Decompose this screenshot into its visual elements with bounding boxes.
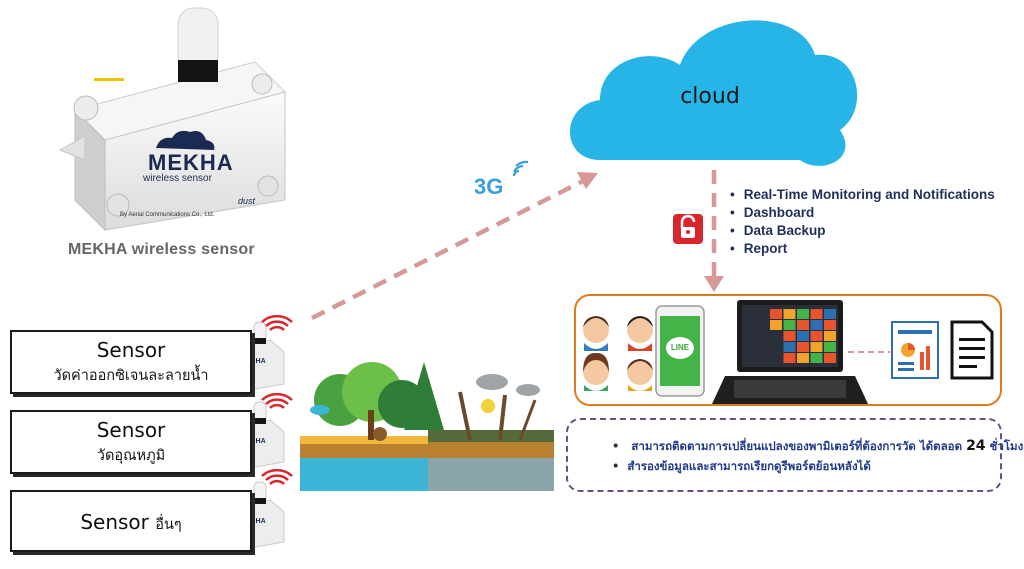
feature-item: Dashboard	[730, 204, 995, 222]
sensor-box-temperature: Sensor วัดอุณหภูมิ	[10, 410, 252, 474]
dashboard-tile	[797, 331, 809, 341]
dashboard-tile	[783, 320, 796, 330]
laptop-icon	[712, 300, 868, 404]
mekha-logo-tagline: wireless sensor	[143, 173, 212, 184]
dashboard-tile	[810, 309, 823, 319]
sensor-box-other: Sensor อื่นๆ	[10, 490, 252, 552]
cloud-shape	[570, 20, 858, 166]
dashboard-tile	[810, 353, 823, 363]
sensor-title: Sensor	[80, 510, 149, 534]
sensor-title: Sensor	[96, 418, 166, 442]
sensor-subtitle: วัดค่าออกซิเจนละลายน้ำ	[53, 368, 209, 384]
dashboard-tile	[770, 309, 782, 319]
sensor-box-oxygen: Sensor วัดค่าออกซิเจนละลายน้ำ	[10, 330, 252, 394]
dashboard-tile	[783, 342, 796, 352]
smartphone-icon	[655, 305, 705, 397]
avatar-icon	[583, 316, 653, 391]
dashboard-tile	[810, 331, 823, 341]
note-text: สามารถติดตามการเปลี่ยนแปลงของพามิเตอร์ที…	[631, 439, 967, 453]
dashboard-tile	[797, 320, 809, 330]
ecosystem-illustration	[300, 362, 554, 491]
wifi-icon	[512, 160, 529, 177]
dashboard-tile	[824, 342, 836, 352]
dashboard-tile	[770, 320, 782, 330]
dashboard-tile	[824, 353, 836, 363]
downlink-arrow	[704, 170, 724, 292]
devices-frame	[574, 294, 1002, 406]
partner-logo: dust	[238, 196, 256, 206]
report-icon	[891, 321, 939, 379]
maker-text: By Aerial Communications Co., Ltd.	[120, 212, 215, 218]
dashboard-tile	[783, 353, 796, 363]
dashboard-tile	[783, 309, 796, 319]
feature-item: Real-Time Monitoring and Notifications	[730, 186, 995, 204]
feature-item: Report	[730, 240, 995, 258]
sensor-label: Sensor อื่นๆ	[12, 510, 250, 536]
line-app-label: LINE	[670, 343, 690, 352]
wifi-icon	[261, 314, 293, 331]
mekha-device-image	[58, 7, 286, 232]
dashboard-tile	[797, 309, 809, 319]
dashboard-tile	[824, 331, 836, 341]
notes-box: สามารถติดตามการเปลี่ยนแปลงของพามิเตอร์ที…	[566, 418, 1023, 492]
dashboard-tile	[824, 309, 836, 319]
sensor-title: Sensor	[96, 338, 166, 362]
mini-logo: MEKHA	[240, 358, 266, 365]
wifi-icon	[261, 392, 293, 409]
mini-logo: MEKHA	[240, 438, 266, 445]
mini-logo: MEKHA	[240, 518, 266, 525]
note-item: สำรองข้อมูลและสามารถเรียกดูรีพอร์ตย้อนหล…	[612, 456, 990, 476]
network-label: 3G	[474, 174, 504, 199]
mekha-logo-text: MEKHA	[148, 150, 234, 175]
dashboard-tile	[810, 320, 823, 330]
note-suffix: ชั่วโมง	[985, 439, 1024, 453]
uplink-arrow	[310, 172, 598, 321]
sensor-subtitle: อื่นๆ	[155, 517, 182, 533]
lock-icon	[673, 214, 703, 244]
feature-item: Data Backup	[730, 222, 995, 240]
dashboard-tile	[797, 342, 809, 352]
dashboard-tile	[797, 353, 809, 363]
feature-list: Real-Time Monitoring and Notifications D…	[730, 186, 995, 258]
device-caption: MEKHA wireless sensor	[68, 241, 255, 258]
cloud-label: cloud	[680, 84, 740, 109]
document-icon	[950, 320, 994, 380]
note-hours: 24	[966, 438, 986, 454]
dashboard-tile	[810, 342, 823, 352]
note-item: สามารถติดตามการเปลี่ยนแปลงของพามิเตอร์ที…	[612, 436, 1023, 456]
wifi-icon	[261, 468, 293, 485]
sensor-subtitle: วัดอุณหภูมิ	[96, 448, 166, 464]
dashboard-tile	[783, 331, 796, 341]
dashboard-tile	[824, 320, 836, 330]
